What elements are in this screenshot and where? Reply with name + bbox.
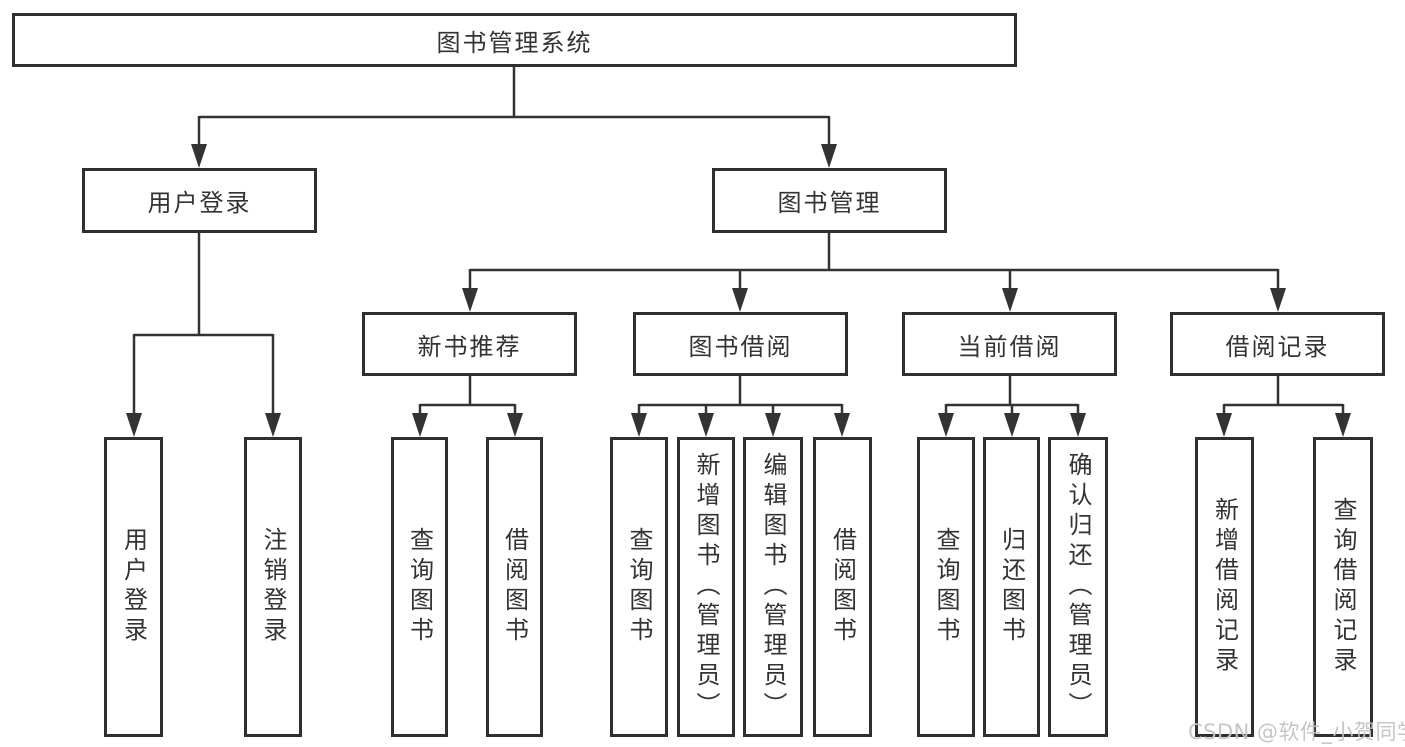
leaf-edit-book-admin: 编辑图书（管理员） (743, 437, 803, 737)
arrow-icon (631, 413, 647, 437)
leaf-borrow-books-recommend: 借阅图书 (486, 437, 543, 737)
node-label: 查询借阅记录 (1329, 497, 1357, 677)
node-label: 借阅记录 (1225, 332, 1330, 361)
node-label: 归还图书 (997, 527, 1026, 647)
arrow-icon (1270, 288, 1286, 312)
node-label: 编辑图书（管理员） (759, 452, 787, 722)
leaf-confirm-return-admin: 确认归还（管理员） (1048, 437, 1108, 737)
node-user-login: 用户登录 (82, 168, 317, 233)
node-label: 查询图书 (625, 527, 653, 647)
arrow-icon (1004, 413, 1020, 437)
arrow-icon (765, 413, 781, 437)
arrow-icon (1002, 288, 1018, 312)
node-label: 借阅图书 (828, 527, 857, 647)
csdn-watermark: CSDN @软件_小贺同学 (1188, 720, 1405, 744)
node-book-borrowing: 图书借阅 (633, 312, 848, 376)
node-label: 注销登录 (259, 527, 287, 647)
node-label: 图书管理 (777, 189, 882, 217)
leaf-return-book: 归还图书 (983, 437, 1040, 737)
node-label: 新书推荐 (417, 332, 522, 361)
arrow-icon (265, 413, 281, 437)
leaf-add-borrow-record: 新增借阅记录 (1195, 437, 1254, 737)
arrow-icon (191, 144, 207, 168)
node-root-system: 图书管理系统 (12, 13, 1017, 67)
arrow-icon (834, 413, 850, 437)
arrow-icon (1335, 413, 1351, 437)
arrow-icon (1070, 413, 1086, 437)
node-label: 新增图书（管理员） (692, 452, 720, 722)
arrow-icon (732, 288, 748, 312)
leaf-query-borrow-record: 查询借阅记录 (1313, 437, 1373, 737)
leaf-query-books-recommend: 查询图书 (391, 437, 448, 737)
node-label: 借阅图书 (500, 527, 529, 647)
node-label: 新增借阅记录 (1210, 497, 1239, 677)
arrow-icon (821, 144, 837, 168)
arrow-icon (1216, 413, 1232, 437)
arrow-icon (412, 413, 428, 437)
arrow-icon (938, 413, 954, 437)
node-borrowing-records: 借阅记录 (1170, 312, 1385, 376)
node-label: 确认归还（管理员） (1064, 452, 1092, 722)
node-label: 用户登录 (147, 189, 252, 217)
node-book-management: 图书管理 (712, 168, 947, 233)
arrow-icon (507, 413, 523, 437)
node-label: 当前借阅 (957, 332, 1062, 361)
node-current-borrowing: 当前借阅 (902, 312, 1117, 376)
node-label: 图书管理系统 (436, 28, 593, 57)
arrow-icon (126, 413, 142, 437)
node-label: 查询图书 (405, 527, 434, 647)
leaf-query-books-current: 查询图书 (917, 437, 975, 737)
node-label: 用户登录 (119, 527, 148, 647)
leaf-query-books-borrow: 查询图书 (610, 437, 668, 737)
leaf-logout: 注销登录 (244, 437, 302, 737)
node-label: 查询图书 (932, 527, 960, 647)
leaf-borrow-book: 借阅图书 (813, 437, 872, 737)
leaf-user-login: 用户登录 (104, 437, 163, 737)
arrow-icon (462, 288, 478, 312)
node-new-book-recommend: 新书推荐 (362, 312, 577, 376)
leaf-add-book-admin: 新增图书（管理员） (677, 437, 735, 737)
node-label: 图书借阅 (688, 332, 793, 361)
arrow-icon (698, 413, 714, 437)
